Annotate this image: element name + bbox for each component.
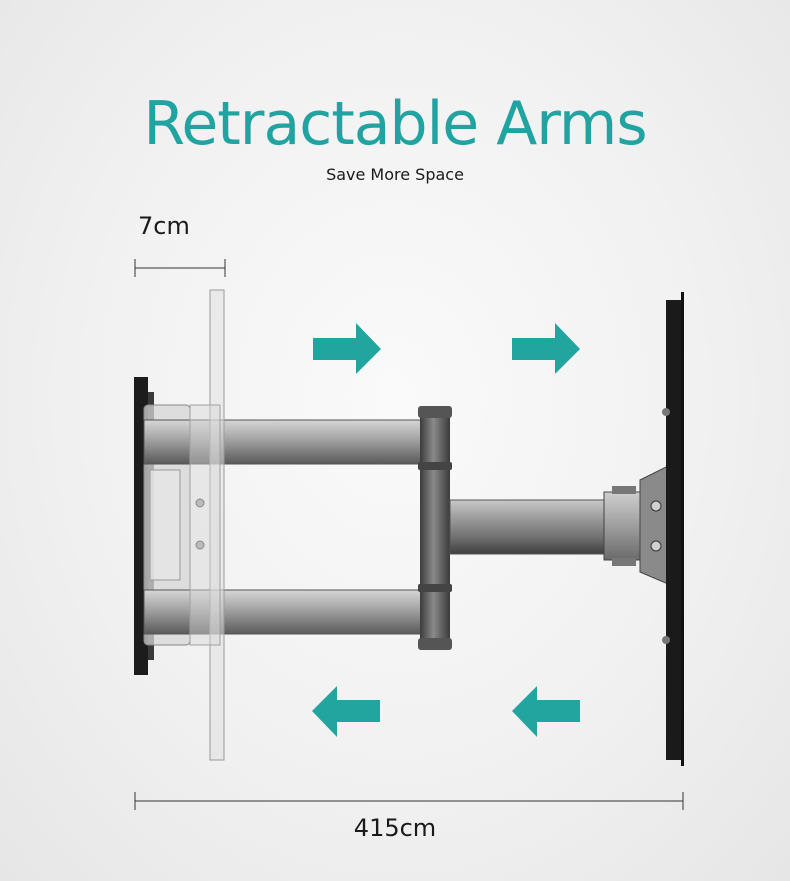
retracted-tv-silhouette	[189, 289, 225, 761]
arrow-right-icon	[313, 323, 381, 374]
arrow-right-icon	[512, 323, 580, 374]
tv-bracket	[639, 465, 669, 585]
page-title: Retractable Arms	[143, 89, 647, 159]
center-post	[418, 406, 452, 650]
arrow-left-icon	[512, 686, 580, 737]
wall-hinge	[143, 404, 191, 646]
upper-arm	[143, 419, 441, 465]
arrow-left-icon	[312, 686, 380, 737]
min-extension-label: 7cm	[138, 212, 190, 240]
tilt-head	[603, 486, 645, 566]
page-subtitle: Save More Space	[326, 165, 464, 184]
lower-arm	[143, 589, 441, 635]
min-extension-dimension-line	[134, 259, 226, 277]
max-extension-label: 415cm	[353, 814, 437, 842]
extension-arm	[449, 499, 611, 555]
tv-vertical-rails	[662, 292, 684, 766]
max-extension-dimension-line	[134, 792, 684, 810]
